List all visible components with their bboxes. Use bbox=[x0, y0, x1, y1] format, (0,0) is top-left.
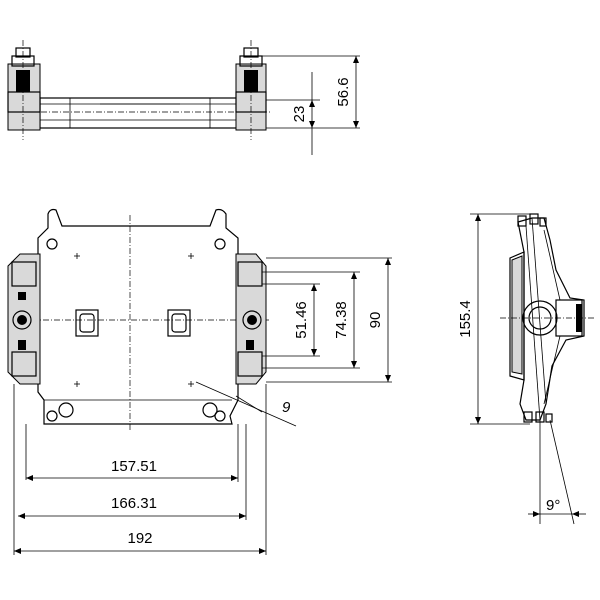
dim-front-outer-height: 90 bbox=[367, 312, 384, 329]
dim-side-height: 155.4 bbox=[457, 300, 474, 338]
dim-side-angle: 9° bbox=[546, 497, 560, 514]
dim-top-base-height: 23 bbox=[291, 106, 308, 123]
dim-front-angle: 9 bbox=[282, 399, 291, 416]
dim-front-mid-height: 74.38 bbox=[333, 301, 350, 339]
front-view bbox=[7, 208, 392, 555]
top-view bbox=[7, 40, 360, 155]
dim-front-outer-width: 192 bbox=[127, 530, 152, 547]
dim-front-inner-width: 157.51 bbox=[111, 458, 157, 475]
dim-top-overall-height: 56.6 bbox=[335, 77, 352, 106]
side-view bbox=[470, 213, 596, 525]
dim-front-inner-height: 51.46 bbox=[293, 301, 310, 339]
dim-front-mid-width: 166.31 bbox=[111, 495, 157, 512]
